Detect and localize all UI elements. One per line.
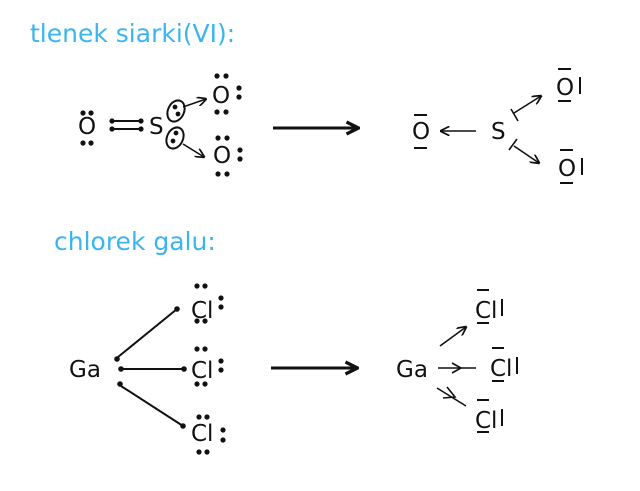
so3-dash-structure: O S O O [412, 68, 583, 184]
electron-pair-oval-lower [165, 126, 185, 150]
atom-o-lower: O [213, 143, 231, 169]
double-bond [109, 118, 144, 132]
atom-cl-middle: Cl [191, 358, 213, 384]
atom-s-right: S [491, 119, 506, 145]
gacl3-dash-structure: Ga Cl Cl Cl [396, 289, 518, 434]
coordinate-bond-arrow-top [439, 327, 466, 347]
donation-arrow-lower [182, 143, 204, 157]
atom-cl-top: Cl [191, 298, 213, 324]
atom-ga-right: Ga [396, 357, 428, 383]
atom-cl-top-right: Cl [475, 298, 497, 324]
coordinate-bond-arrow-lower [513, 145, 539, 163]
so3-lewis-dot-structure: O S O O [78, 73, 243, 177]
coordinate-bond-arrow-upper [513, 96, 541, 114]
atom-cl-bottom: Cl [191, 421, 213, 447]
atom-o-upper: O [212, 83, 230, 109]
atom-cl-bottom-right: Cl [475, 408, 497, 434]
atom-o-left: O [78, 114, 96, 140]
section-title-so3: tlenek siarki(VI): [30, 19, 235, 48]
electron-pair-oval-upper [166, 99, 186, 123]
atom-ga-left: Ga [69, 357, 101, 383]
section-title-gacl3: chlorek galu: [54, 227, 216, 256]
atom-s-left: S [149, 114, 164, 140]
gacl3-lewis-dot-structure: Ga Cl Cl Cl [69, 283, 226, 455]
atom-o-left-right: O [412, 119, 430, 145]
atom-o-lower-right: O [558, 156, 576, 182]
atom-o-upper-right: O [556, 75, 574, 101]
atom-cl-middle-right: Cl [490, 356, 512, 382]
donation-arrow-upper [182, 99, 206, 108]
